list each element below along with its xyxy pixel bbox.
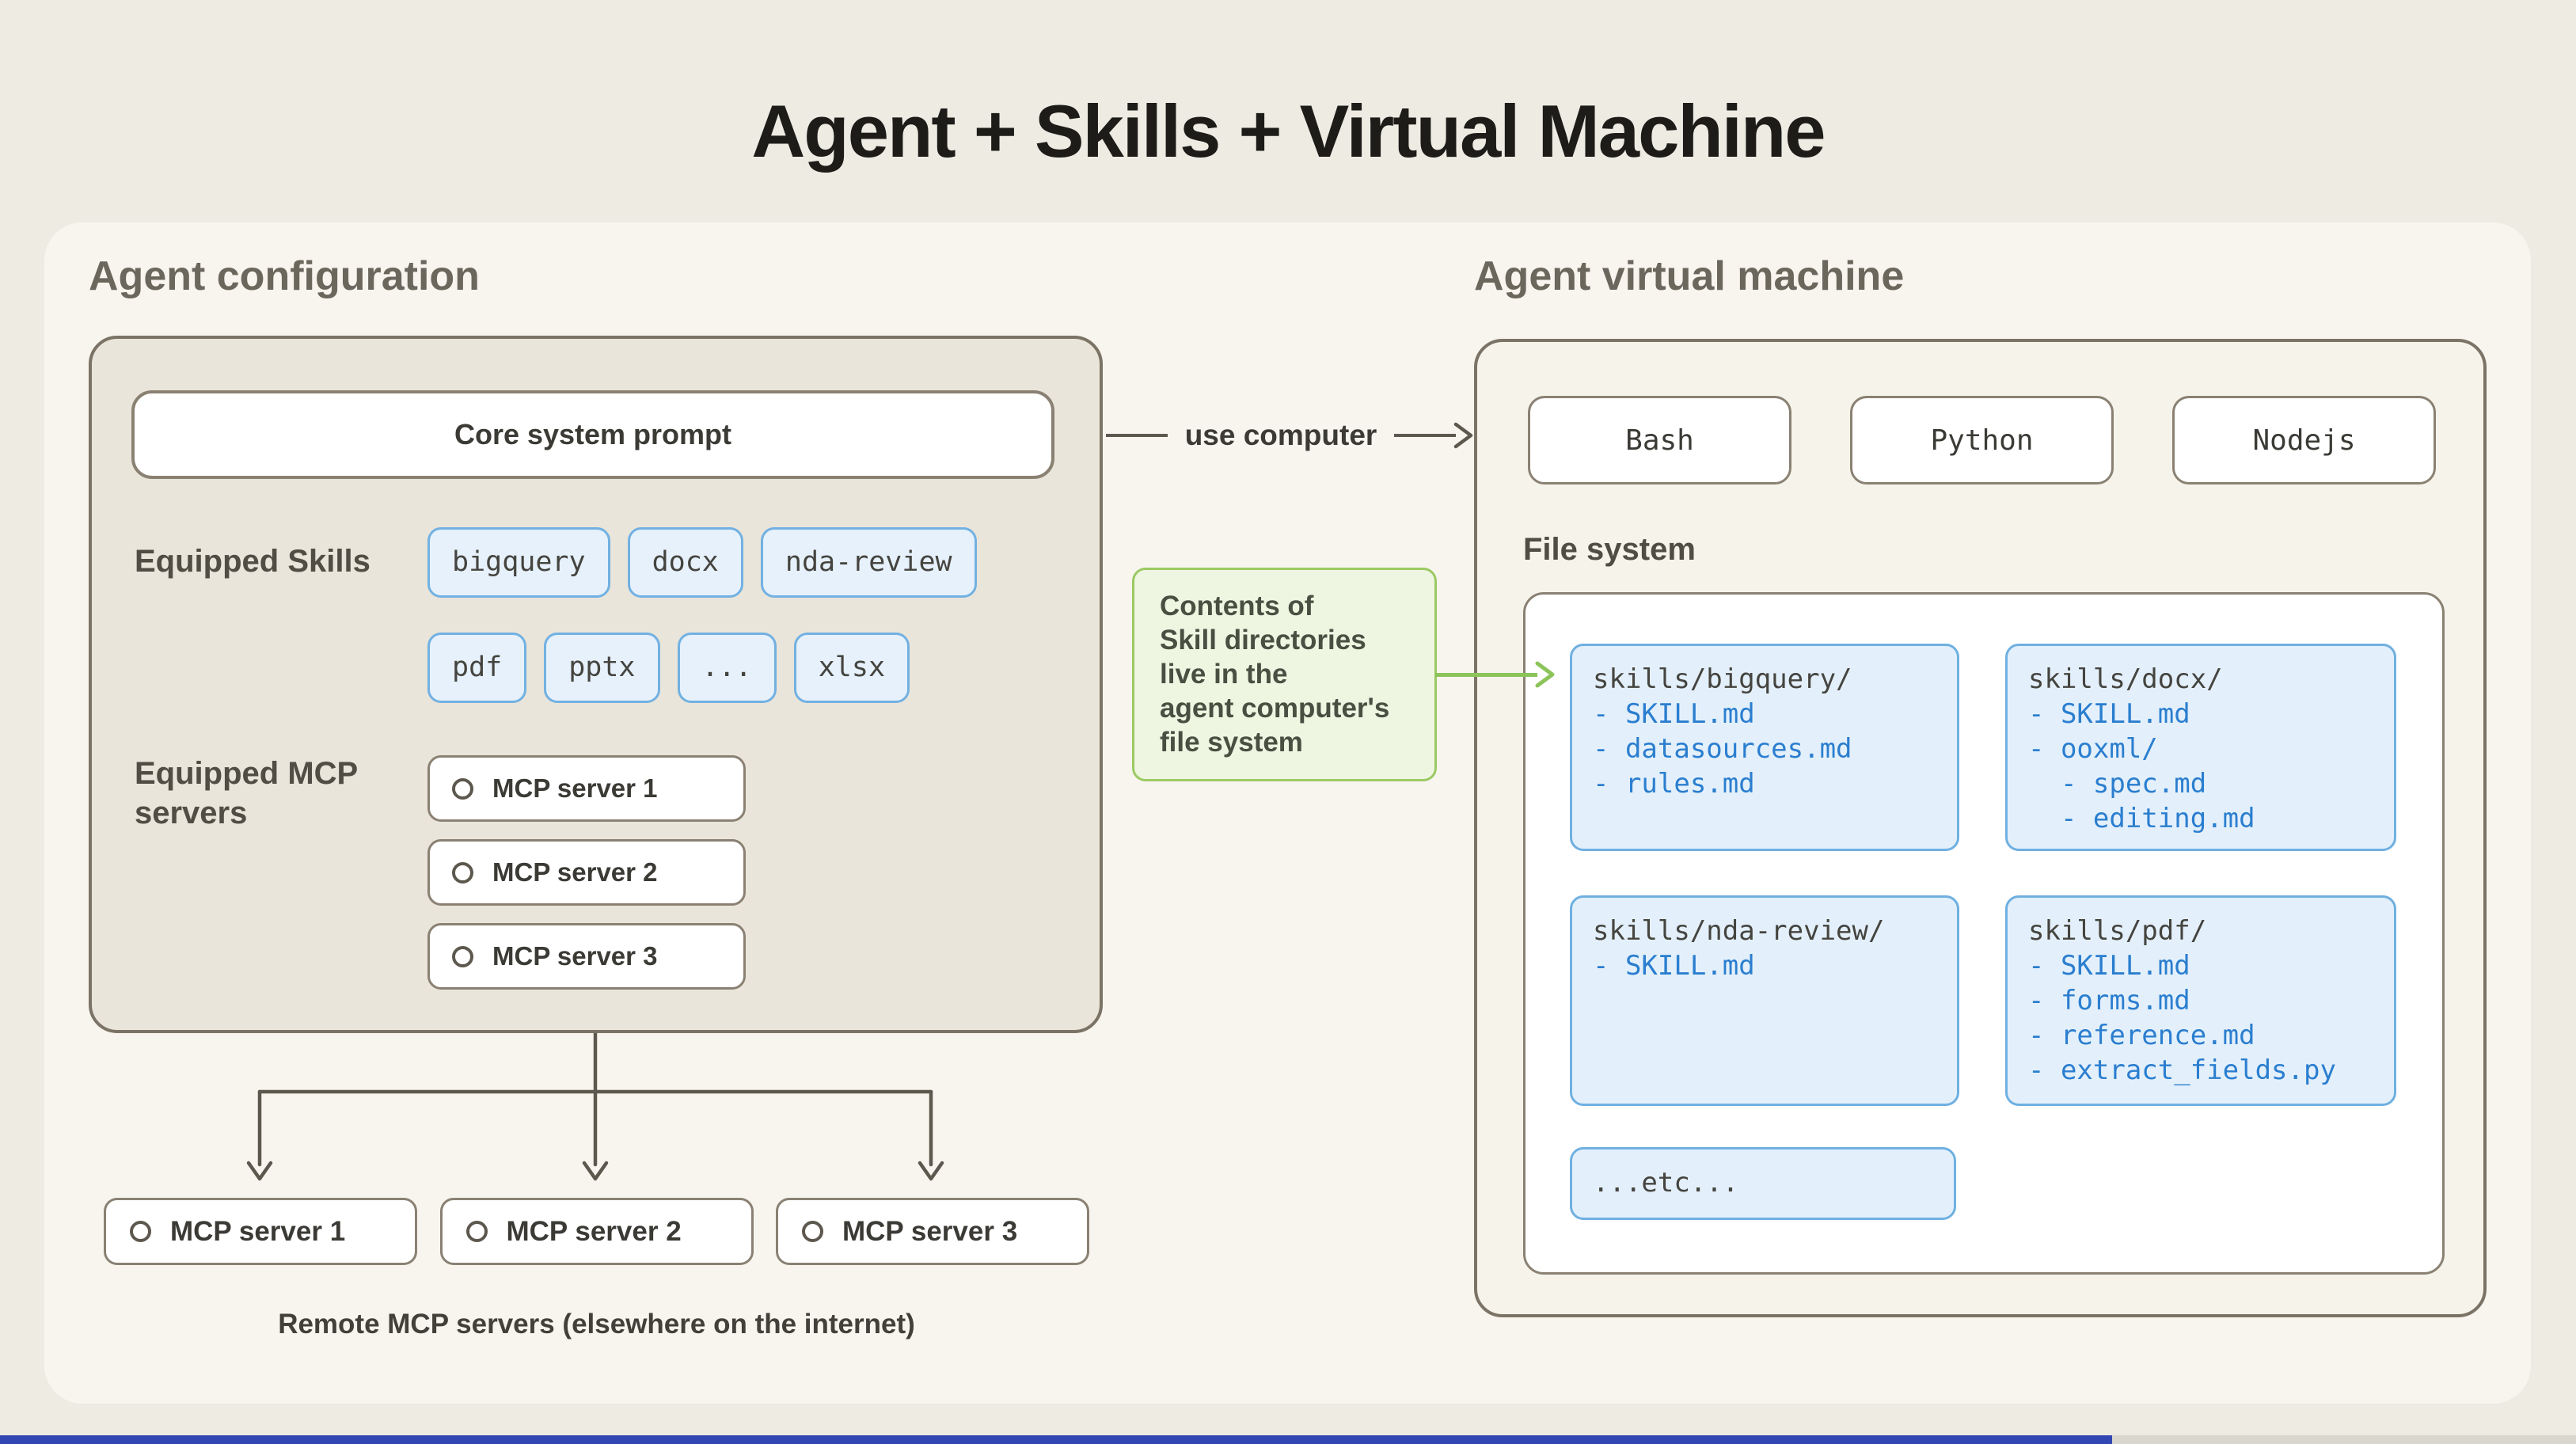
skill-file: - reference.md xyxy=(2028,1020,2255,1051)
page-title: Agent + Skills + Virtual Machine xyxy=(751,89,1826,173)
server-circle-icon xyxy=(452,861,473,884)
use-computer-connector: use computer xyxy=(1106,399,1474,472)
skill-file: - datasources.md xyxy=(1593,733,1852,765)
runtime-python: Python xyxy=(1850,396,2114,484)
skill-file: - SKILL.md xyxy=(2028,698,2190,730)
skills-filesystem-note: Contents of Skill directories live in th… xyxy=(1132,568,1437,781)
mcp-server-list: MCP server 1 MCP server 2 MCP server 3 xyxy=(427,755,746,990)
filesystem-label: File system xyxy=(1523,532,1696,567)
mcp-server-item: MCP server 1 xyxy=(427,755,746,822)
skill-dir-header: skills/bigquery/ xyxy=(1593,663,1852,695)
connector-line xyxy=(1106,434,1168,437)
agent-config-heading: Agent configuration xyxy=(89,253,480,299)
server-label: MCP server 1 xyxy=(170,1215,346,1247)
skill-file: - spec.md xyxy=(2028,768,2207,800)
skill-dir-card: skills/pdf/- SKILL.md- forms.md - referen… xyxy=(2005,895,2396,1106)
remote-mcp-server-row: MCP server 1 MCP server 2 MCP server 3 xyxy=(104,1198,1089,1265)
mcp-server-item: MCP server 3 xyxy=(427,923,746,990)
core-system-prompt: Core system prompt xyxy=(131,390,1054,479)
skill-dir-header: skills/docx/ xyxy=(2028,663,2223,695)
green-arrow-line xyxy=(1435,672,1537,677)
progress-bar-fill xyxy=(0,1435,2113,1444)
filesystem-panel: skills/bigquery/- SKILL.md- datasources.… xyxy=(1523,592,2445,1275)
skill-chip: ... xyxy=(677,633,777,703)
server-circle-icon xyxy=(452,945,473,967)
agent-config-box: Core system prompt Equipped Skills bigqu… xyxy=(89,336,1103,1033)
skill-dir-header: ...etc... xyxy=(1593,1167,1739,1199)
skill-file: - ooxml/ xyxy=(2028,733,2158,765)
skill-dir-card: skills/docx/- SKILL.md- ooxml/ - spec.md… xyxy=(2005,644,2396,851)
skill-dir-card: skills/nda-review/- SKILL.md xyxy=(1570,895,1959,1106)
skill-chip: pptx xyxy=(544,633,660,703)
skill-file: - rules.md xyxy=(1593,768,1755,800)
server-circle-icon xyxy=(465,1221,488,1242)
remote-mcp-server: MCP server 3 xyxy=(776,1198,1089,1265)
server-circle-icon xyxy=(452,777,473,800)
connector-line xyxy=(1394,434,1456,437)
arrow-right-icon xyxy=(1453,422,1473,449)
server-circle-icon xyxy=(802,1221,823,1242)
green-arrow-right-icon xyxy=(1535,661,1555,688)
agent-vm-heading: Agent virtual machine xyxy=(1474,253,1905,299)
equipped-skills-label: Equipped Skills xyxy=(135,544,370,579)
main-panel: Agent configuration Core system prompt E… xyxy=(44,222,2531,1404)
mcp-server-item: MCP server 2 xyxy=(427,839,746,906)
remote-servers-caption: Remote MCP servers (elsewhere on the int… xyxy=(278,1309,915,1340)
server-label: MCP server 2 xyxy=(506,1215,682,1247)
skill-dir-header: skills/nda-review/ xyxy=(1593,915,1885,947)
skill-file: - forms.md xyxy=(2028,985,2190,1016)
agent-vm-box: Bash Python Nodejs File system skills/bigq… xyxy=(1474,339,2487,1317)
server-label: MCP server 1 xyxy=(492,773,658,803)
skill-dir-card: ...etc... xyxy=(1570,1147,1956,1220)
skill-file: - extract_fields.py xyxy=(2028,1054,2336,1086)
skill-chip: nda-review xyxy=(760,527,977,598)
skill-chip: docx xyxy=(627,527,743,598)
skill-file: - SKILL.md xyxy=(1593,698,1755,730)
skill-file: - SKILL.md xyxy=(2028,950,2190,982)
runtime-nodejs: Nodejs xyxy=(2172,396,2436,484)
skill-file: - SKILL.md xyxy=(1593,950,1755,982)
green-arrow xyxy=(1435,661,1556,688)
skill-file: - editing.md xyxy=(2028,803,2255,834)
skill-dir-header: skills/pdf/ xyxy=(2028,915,2207,947)
remote-mcp-server: MCP server 2 xyxy=(439,1198,754,1265)
server-label: MCP server 3 xyxy=(492,941,658,971)
skill-dir-card: skills/bigquery/- SKILL.md- datasources.… xyxy=(1570,644,1959,851)
server-label: MCP server 3 xyxy=(842,1215,1018,1247)
skill-chip: bigquery xyxy=(427,527,610,598)
equipped-mcp-label: Equipped MCP servers xyxy=(135,756,359,830)
mcp-tree-arrows-icon xyxy=(246,1033,944,1181)
use-computer-label: use computer xyxy=(1184,419,1377,451)
skill-chip: xlsx xyxy=(793,633,910,703)
runtime-bash: Bash xyxy=(1528,396,1791,484)
server-circle-icon xyxy=(130,1221,151,1242)
remote-mcp-server: MCP server 1 xyxy=(104,1198,417,1265)
progress-bar[interactable] xyxy=(0,1435,2576,1444)
server-label: MCP server 2 xyxy=(492,857,658,887)
runtimes-row: Bash Python Nodejs xyxy=(1528,396,2436,484)
skill-chip: pdf xyxy=(427,633,527,703)
